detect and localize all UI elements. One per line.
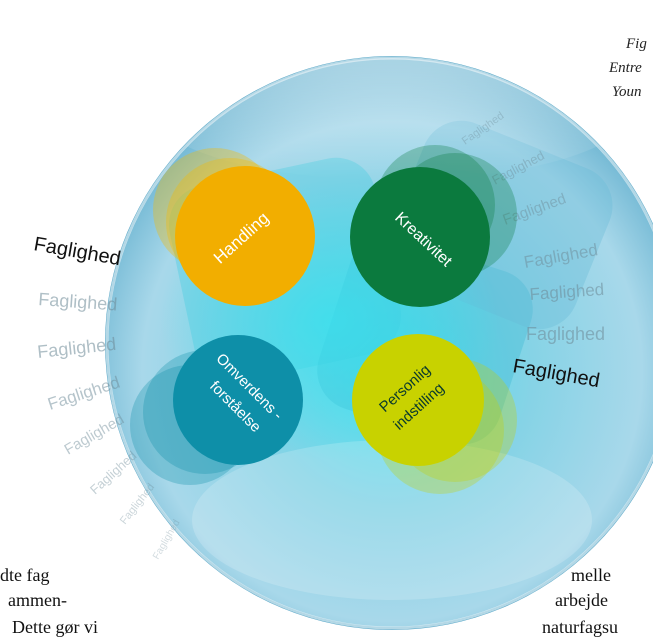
circle-handling: Handling xyxy=(153,148,315,306)
circle-omverdensforstaaelse: Omverdens - forståelse xyxy=(130,335,303,485)
body-text-right-line-3: naturfagsu xyxy=(542,617,618,637)
faint-label: Faglighed xyxy=(87,448,139,497)
faint-label: Faglighed xyxy=(151,518,182,562)
faint-label: Faglighed xyxy=(45,373,122,414)
body-text-right-line-2: arbejde xyxy=(555,590,608,610)
body-text-right-line-1: melle xyxy=(571,565,611,585)
body-text-left-line-3: Dette gør vi xyxy=(12,617,98,637)
faint-label: Faglighed xyxy=(38,289,118,314)
figure-caption-line-3: Youn xyxy=(612,84,642,100)
bold-label-left: Faglighed xyxy=(32,233,122,270)
faint-label: Faglighed xyxy=(62,411,128,459)
faint-label: Faglighed xyxy=(36,334,117,362)
circle-personlig-indstilling: Personlig indstilling xyxy=(352,334,517,494)
faint-label: Faglighed xyxy=(526,324,605,344)
faint-label: Faglighed xyxy=(118,481,157,526)
body-text-left-line-2: ammen- xyxy=(8,590,67,610)
body-text-left-line-1: dte fag xyxy=(0,565,50,585)
circle-kreativitet: Kreativitet xyxy=(350,145,517,307)
figure-caption-line-1: Fig xyxy=(626,36,647,52)
figure-caption-line-2: Entre xyxy=(609,60,642,76)
